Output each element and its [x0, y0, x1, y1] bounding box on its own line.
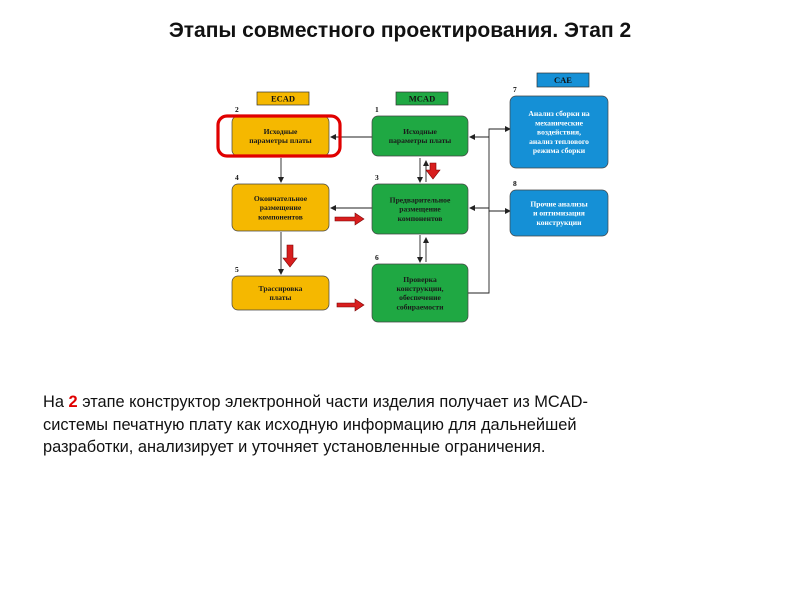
svg-text:ECAD: ECAD [271, 94, 295, 104]
node-box [371, 183, 469, 235]
node-label-line: Окончательное [254, 194, 308, 203]
node-label-line: собираемости [396, 302, 444, 311]
node-label-line: воздействия, [537, 128, 581, 137]
red-arrow-right [336, 298, 365, 312]
node-label-line: размещение [399, 205, 441, 214]
node-label-line: платы [270, 293, 292, 302]
node-box [231, 275, 330, 311]
node-number: 1 [375, 105, 379, 114]
red-arrows [282, 162, 441, 312]
node-number: 4 [235, 173, 239, 182]
stage-description: На 2 этапе конструктор электронной части… [43, 391, 723, 459]
node-label-line: Прочие анализы [530, 199, 587, 208]
slide-title: Этапы совместного проектирования. Этап 2 [168, 19, 632, 42]
node-label-line: компонентов [258, 212, 303, 221]
node-label-line: Анализ сборки на [528, 109, 590, 118]
ecad-header: ECAD [256, 91, 310, 106]
node-number: 5 [235, 265, 239, 274]
node-label-line: анализ теплового [529, 137, 589, 146]
node-label-line: режима сборки [533, 146, 586, 155]
node-label-line: параметры платы [249, 136, 312, 145]
node-6-design-check: 6Проверкаконструкции,обеспечениесобираем… [371, 253, 469, 323]
node-label-line: обеспечение [399, 293, 441, 302]
node-label-line: Исходные [403, 127, 437, 136]
node-label-line: механические [535, 118, 584, 127]
node-label-line: размещение [260, 203, 302, 212]
node-box [509, 95, 609, 169]
description-line-1: На 2 этапе конструктор электронной части… [43, 393, 588, 411]
connectors [278, 126, 511, 294]
stage-number: 2 [68, 393, 78, 411]
node-number: 8 [513, 179, 517, 188]
description-line-2: системы печатную плату как исходную инфо… [43, 415, 577, 434]
node-label-line: конструкции, [397, 284, 444, 293]
description-line-3: разработки, анализирует и уточняет устан… [43, 438, 546, 456]
red-arrow-left [334, 212, 365, 226]
mcad-header: MCAD [395, 91, 449, 106]
node-box [371, 263, 469, 323]
node-box [371, 115, 469, 157]
svg-text:MCAD: MCAD [409, 94, 435, 104]
node-number: 7 [513, 85, 517, 94]
node-number: 6 [375, 253, 379, 262]
node-number: 3 [375, 173, 379, 182]
node-box [231, 183, 330, 232]
node-number: 2 [235, 105, 239, 114]
node-label-line: конструкции [536, 218, 582, 227]
node-label-line: компонентов [398, 214, 443, 223]
node-label-line: Исходные [264, 127, 298, 136]
node-box [509, 189, 609, 237]
node-label-line: Предварительное [390, 195, 451, 204]
cae-header: CAE [536, 72, 590, 88]
node-label-line: Проверка [403, 275, 437, 284]
red-arrow-down-2 [282, 244, 298, 268]
node-label-line: Трассировка [259, 284, 303, 293]
node-label-line: и оптимизация [533, 209, 585, 218]
red-arrow-down-1 [425, 162, 441, 180]
svg-text:CAE: CAE [554, 75, 572, 85]
highlight-frame [216, 114, 342, 158]
node-label-line: параметры платы [389, 136, 452, 145]
